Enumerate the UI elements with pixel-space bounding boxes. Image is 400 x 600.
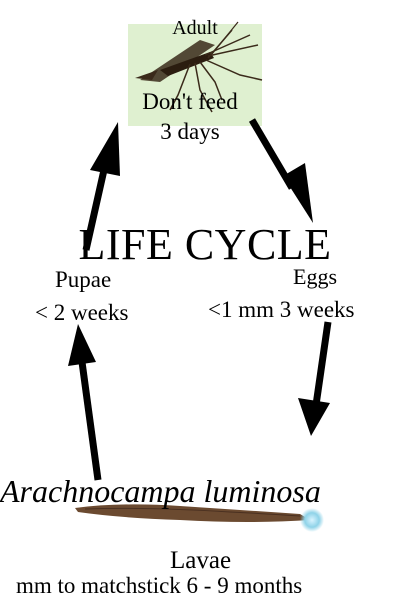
arrow-adult-to-eggs [248,118,313,223]
arrow-eggs-to-lavae [298,321,332,436]
diagram-title: LIFE CYCLE [78,220,332,269]
fly-icon [128,21,263,126]
lavae-detail: mm to matchstick 6 - 9 months [16,573,303,598]
adult-duration: 3 days [160,119,220,144]
pupae-duration: < 2 weeks [35,300,129,325]
arrow-pupae-to-adult [82,122,120,251]
adult-label: Adult [172,17,218,39]
eggs-label: Eggs [293,264,337,289]
arrow-lavae-to-pupae [68,324,102,481]
eggs-detail: <1 mm 3 weeks [208,297,355,322]
lavae-label: Lavae [170,547,232,574]
pupae-label: Pupae [55,267,112,292]
species-name: Arachnocampa luminosa [0,473,321,509]
adult-note: Don't feed [142,89,238,114]
larva-icon [75,504,324,532]
